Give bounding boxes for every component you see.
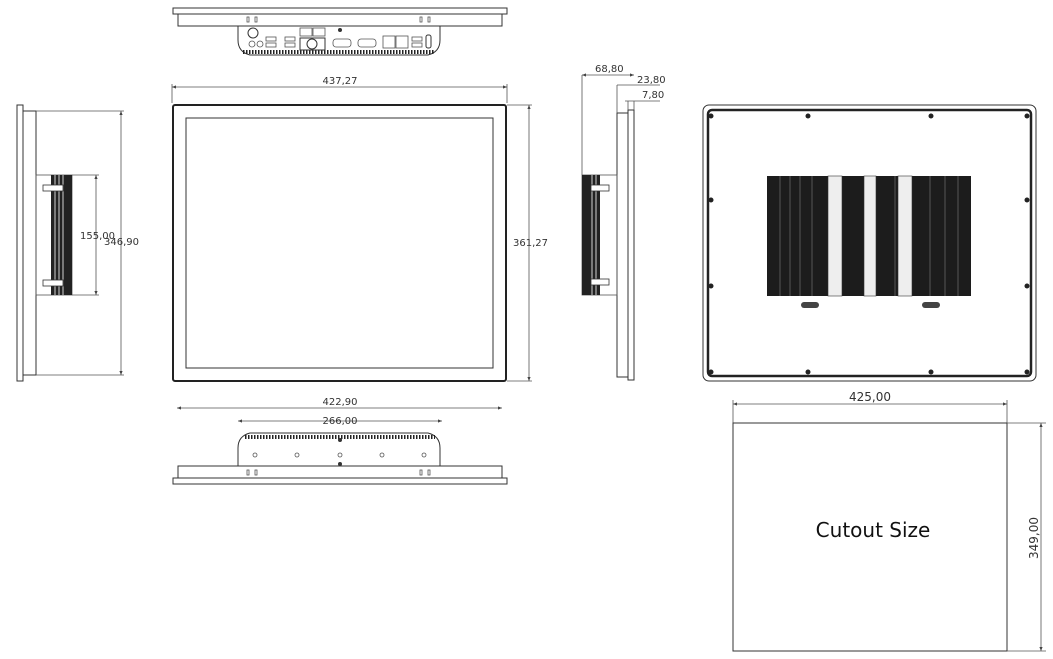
depth-total-dimension: 68,80 <box>595 64 624 75</box>
side-height-dimension: 346,90 <box>104 237 139 248</box>
cutout-title: Cutout Size <box>816 518 931 542</box>
cutout-view: 425,00 349,00 Cutout Size <box>732 390 1046 652</box>
housing-width-dimension: 266,00 <box>323 416 358 427</box>
bottom-width-dimension: 422,90 <box>323 397 358 408</box>
cutout-height-dimension: 349,00 <box>1027 517 1041 559</box>
rear-view <box>702 104 1037 382</box>
top-view <box>172 7 508 56</box>
left-side-view: 155,00 346,90 <box>16 104 139 382</box>
right-side-view: 68,80 23,80 7,80 <box>581 64 666 381</box>
front-width-dimension: 437,27 <box>323 76 358 87</box>
bottom-view: 422,90 266,00 <box>172 397 508 485</box>
front-view: 437,27 361,27 <box>171 76 548 382</box>
depth-bezel-dimension: 7,80 <box>642 90 664 101</box>
cutout-width-dimension: 425,00 <box>849 390 891 404</box>
front-height-dimension: 361,27 <box>513 238 548 249</box>
bracket-dimension: 155,00 <box>80 231 115 242</box>
depth-frame-dimension: 23,80 <box>637 75 666 86</box>
